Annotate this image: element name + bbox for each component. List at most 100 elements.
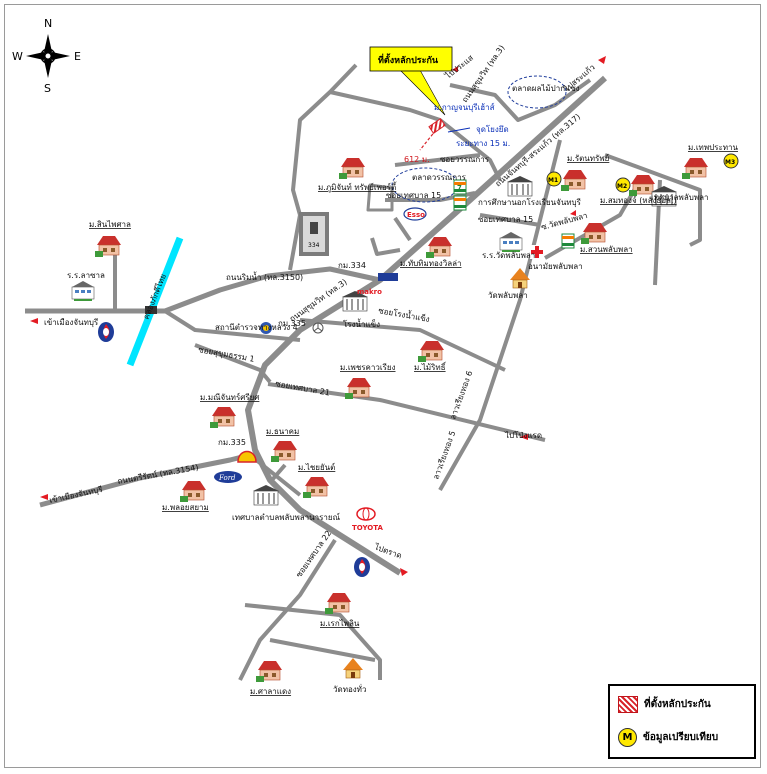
ptt-station-icon-1 (98, 322, 114, 342)
label-thanon-riap-nam: ถนนริมน้ำ (ทล.3150) (226, 271, 303, 282)
suanphlapphla-estate-icon (580, 222, 608, 245)
salaeng-estate-icon (255, 660, 283, 683)
legend-compare-label: ข้อมูลเปรียบเทียบ (643, 732, 719, 743)
label-km335-top: กม.335 (278, 319, 306, 328)
label-soi-thetsaban-15a: ซอยเทศบาล 15 (386, 191, 441, 200)
label-manichan-sriyos: ม.มณีจันทร์ศรียศ (200, 392, 259, 402)
sinphaisan-estate-icon (94, 235, 122, 258)
label-mairithi-estate: ม.ไม้ริทธิ์ (414, 361, 447, 372)
marker-m2[interactable]: M2 (615, 177, 631, 193)
education-office-icon (506, 175, 534, 197)
compass-rose: N S E W (12, 17, 81, 95)
marker-m3-text: M3 (725, 159, 735, 166)
mairithi-estate-icon (417, 340, 445, 363)
compass-w: W (12, 50, 23, 63)
marker-m3[interactable]: M3 (723, 153, 739, 169)
label-soi-thetsaban-15b: ซอยเทศบาล 15 (478, 215, 533, 224)
map-labels: ไปประแส ถนนสุขุมวิท (ทล.3) ไปสระแก้ว ตลา… (44, 43, 739, 696)
chaiyanan-estate-icon (302, 476, 330, 499)
collateral-plot[interactable] (428, 118, 446, 134)
km334-post: 334 (299, 212, 329, 256)
label-wat-phlapphla-school: ร.ร.วัดพลับพลา (482, 251, 535, 260)
label-police-station: สถานีตำรวจทางหลวง 4 (215, 323, 298, 332)
legend-collateral-label: ที่ตั้งหลักประกัน (644, 699, 711, 710)
label-wannakan-market: ตลาดวรรณการ (412, 173, 467, 182)
rattanasap-estate-icon (560, 169, 588, 192)
label-thepprathan-estate: ม.เทพประทาน (688, 143, 739, 152)
label-soi-chan-thung6: ลาวเรียงทอง 6 (448, 370, 474, 421)
label-thanon-tri-rat: ถนนตรีรัตน์ (ทล.3154) (117, 462, 200, 486)
phongsayam-estate-icon (179, 480, 207, 503)
label-rattanasap-estate: ม.รัตนทรัพย์ (567, 153, 609, 163)
phumjan-estate-icon (338, 157, 366, 180)
site-callout-text: ที่ตั้งหลักประกัน (378, 53, 439, 66)
ford-logo-text: Ford (218, 474, 236, 482)
compass-s: S (44, 82, 51, 95)
label-phumjan-estate: ม.ภูมิจันท์ ทรัพย์เพอร์ตี้ (318, 181, 397, 193)
label-distance: ระยะทาง 15 ม. (456, 139, 510, 148)
label-to-pong-nam-ron: ไปโป่งแรด (504, 430, 542, 440)
kraphon-estate-icon (324, 592, 352, 615)
label-chaiyanan-estate: ม.ไชยยันต์ (298, 462, 335, 472)
fruit-market-outline (507, 75, 567, 109)
legend: ที่ตั้งหลักประกัน M ข้อมูลเปรียบเทียบ (608, 684, 756, 759)
thanakom-estate-icon (270, 440, 298, 463)
label-soi-chan-thung5: ลาวเรียงทอง 5 (431, 430, 457, 481)
compass-n: N (44, 17, 52, 30)
legend-collateral-row: ที่ตั้งหลักประกัน (618, 696, 711, 713)
label-lasan-school: ร.ร.ลาซาล (67, 271, 105, 280)
label-km335-bottom: กม.335 (218, 438, 246, 447)
wat-thongtua-icon (342, 657, 364, 679)
site-callout[interactable]: ที่ตั้งหลักประกัน (369, 46, 453, 116)
label-km334: กม.334 (338, 261, 366, 270)
toyota-logo-text: TOYOTA (352, 524, 383, 532)
label-phlapphla-municipality-bottom: เทศบาลตำบลพลับพลานารายณ์ (232, 512, 341, 522)
health-center-icon (530, 245, 544, 259)
label-reference-point: จุดโยงยึด (476, 124, 509, 134)
thepprathan-estate-icon (681, 157, 709, 180)
label-ice-factory: โรงน้ำแข็ง (343, 318, 380, 329)
site-distance-line (419, 129, 437, 151)
label-salaeng-estate: ม.ศาลาแดง (250, 687, 291, 696)
ptt-station-icon-2 (354, 557, 370, 577)
label-somthong-estate: ม.สมทองจ์ (หลังธอส.) (600, 195, 677, 205)
canal-bridge (145, 306, 157, 314)
esso-logo: Esso (403, 207, 427, 221)
makro-logo-text: makro (357, 288, 382, 296)
label-suanphlapphla-estate: ม.สวนพลับพลา (580, 245, 633, 254)
compass-e: E (74, 50, 81, 63)
marker-m2-text: M2 (617, 183, 627, 190)
label-phetchkhao-estate: ม.เพชรคาวเรียง (340, 363, 396, 372)
legend-hatch-swatch (618, 696, 638, 713)
shell-logo (237, 450, 257, 463)
label-kanchanaburi-estate: ม.กาญจนบุรีเฮ้าส์ (434, 102, 495, 112)
ford-logo: Ford (214, 471, 242, 483)
marker-m1[interactable]: M1 (546, 171, 562, 187)
label-soi-sukhumtham: ซอยสุขุมธรรม 1 (198, 345, 256, 364)
mercedes-logo (312, 322, 324, 334)
label-fruit-market: ตลาดผลไม้ปากแซง (512, 84, 580, 93)
label-phlapphla-municipality-top: เทศบาลพลับพลา (651, 193, 708, 202)
label-soi-wannakan: ซอยวรรณการ (440, 155, 490, 164)
label-soi-wat-phlapphla: ซ.วัดพลับพลา (540, 211, 588, 232)
legend-m-marker: M (618, 728, 637, 747)
km334-post-text: 334 (308, 242, 320, 249)
thaptimthong-villa-icon (425, 236, 453, 259)
label-sinphaisan-estate: ม.สินไพศาล (89, 220, 131, 229)
label-to-chanthaburi-sw: เข้าเมืองจันทบุรี (49, 485, 105, 505)
toyota-logo: TOYOTA (352, 507, 383, 532)
label-wat-thongtua: วัดทองทั่ว (333, 683, 366, 694)
makro-logo: makro (357, 273, 398, 296)
label-phlapphla-health: อนามัยพลับพลา (528, 262, 583, 271)
legend-compare-row: M ข้อมูลเปรียบเทียบ (618, 728, 718, 747)
label-soi-rongnamkhaeng: ซอยโรงน้ำแข็ง (378, 304, 431, 324)
marker-m1-text: M1 (548, 177, 558, 184)
label-kraphon-estate: ม.เรกไพลิน (320, 619, 360, 628)
label-soi-thetsaban-21: ซอยเทศบาล 21 (275, 379, 331, 397)
manichan-estate-icon (209, 406, 237, 429)
wat-phlapphla-school-icon (499, 231, 523, 253)
label-phongsayam-estate: ม.พลอยสยาม (162, 503, 209, 512)
canal (126, 236, 184, 367)
direction-arrows (30, 56, 606, 576)
